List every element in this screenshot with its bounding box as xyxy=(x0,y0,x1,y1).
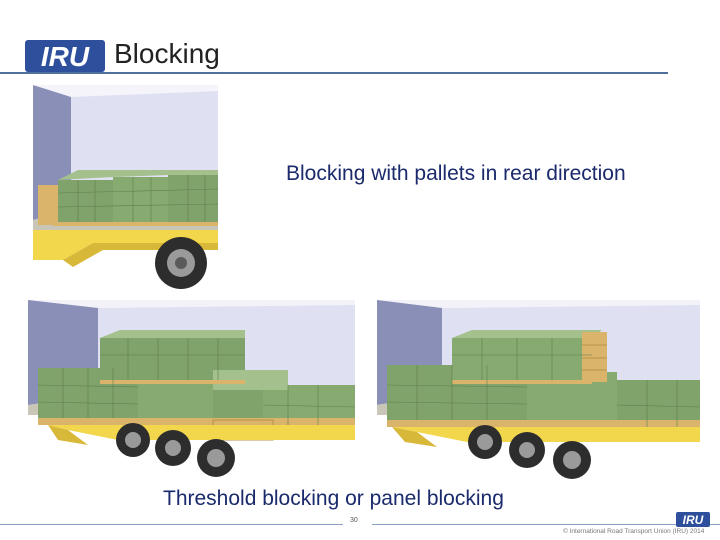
footer-logo-text: IRU xyxy=(683,513,704,527)
trailer-single-image xyxy=(33,85,218,289)
page-number: 30 xyxy=(350,517,358,524)
caption-threshold-panel: Threshold blocking or panel blocking xyxy=(163,487,504,510)
logo-text: IRU xyxy=(41,41,90,72)
page-title: Blocking xyxy=(114,38,220,69)
iru-logo: IRU xyxy=(25,40,105,72)
footer-divider-right xyxy=(372,524,720,525)
footer-divider-left xyxy=(0,524,343,525)
copyright-text: © International Road Transport Union (IR… xyxy=(563,528,705,535)
iru-footer-logo: IRU xyxy=(676,512,710,527)
caption-rear-direction: Blocking with pallets in rear direction xyxy=(286,162,626,185)
trailer-threshold-image xyxy=(28,300,355,477)
trailer-panel-image xyxy=(377,300,700,479)
header-divider xyxy=(0,72,668,74)
